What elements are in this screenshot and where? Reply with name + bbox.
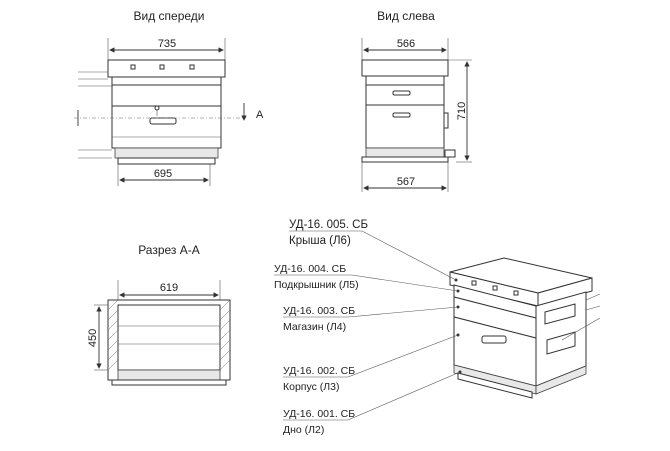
front-roof (107, 59, 226, 78)
front-handle (149, 117, 177, 125)
iso-handle (481, 335, 507, 344)
iso-side-tab-2 (585, 305, 601, 311)
left-dim-right: 710 (456, 102, 468, 120)
left-bottom-board (365, 147, 445, 158)
iso-side-tab-3 (561, 317, 601, 341)
callout-004-name: Подкрышник (Л5) (274, 279, 359, 291)
iso-vent-2 (492, 285, 498, 291)
sec-left-wall-hatch (107, 299, 119, 371)
callout-001-code: УД-16. 001. СБ (283, 408, 355, 420)
front-dim-bottom: 695 (154, 168, 172, 180)
callout-002-leader (347, 334, 459, 378)
iso-side-panel-2 (546, 331, 576, 355)
sec-bottom-base (111, 379, 227, 386)
sec-right-wall-hatch (219, 299, 231, 371)
left-view: Вид слева 566 710 567 (361, 9, 472, 192)
front-view: Вид спереди 735 А (74, 9, 264, 186)
front-view-title: Вид спереди (133, 9, 204, 23)
iso-roof-side (537, 277, 593, 307)
left-dim-top: 566 (397, 38, 415, 50)
left-side-bar (443, 112, 449, 129)
front-handle-knob (154, 105, 160, 111)
left-handle-lower (392, 112, 411, 118)
front-bottom-board (114, 147, 219, 159)
iso-base (457, 372, 533, 399)
front-dim-top: 735 (158, 38, 176, 50)
front-subroof (111, 76, 222, 86)
callout-004-code: УД-16. 004. СБ (274, 263, 346, 275)
front-magazine (111, 84, 222, 107)
sec-inner (117, 304, 221, 371)
callout-001-name: Дно (Л2) (283, 424, 324, 436)
iso-vent-1 (471, 280, 477, 286)
section-view-title: Разрез А-А (138, 243, 200, 257)
iso-view (449, 257, 601, 399)
callout-003-leader (347, 306, 459, 318)
front-vent-2 (159, 64, 165, 70)
left-landing-board (444, 149, 456, 158)
iso-bottom-side (535, 365, 587, 395)
iso-side-tab-1 (585, 293, 601, 301)
left-handle-upper (392, 90, 411, 96)
callout-002-code: УД-16. 002. СБ (283, 365, 355, 377)
section-view: Разрез А-А 619 (87, 243, 231, 386)
section-dim-top: 619 (160, 282, 178, 294)
front-vent-1 (130, 64, 136, 70)
callout-003-code: УД-16. 003. СБ (283, 305, 355, 317)
iso-vent-3 (513, 290, 519, 296)
left-view-title: Вид слева (377, 9, 435, 23)
callout-004-leader (351, 274, 459, 292)
callout-003-name: Магазин (Л4) (283, 321, 346, 333)
left-bottom-base (361, 156, 449, 163)
front-bottom-base (117, 157, 216, 165)
left-roof (361, 59, 449, 77)
front-vent-3 (189, 64, 195, 70)
front-cut-label: А (256, 109, 264, 121)
callout-005-leader (361, 230, 457, 281)
left-dim-bottom: 567 (397, 176, 415, 188)
sec-bottom-board (117, 369, 221, 381)
callout-002-name: Корпус (Л3) (283, 381, 340, 393)
iso-side-panel-1 (544, 303, 576, 325)
callout-001-leader (347, 371, 461, 421)
section-dim-left: 450 (87, 329, 99, 347)
callouts: УД-16. 005. СБ Крыша (Л6) УД-16. 004. СБ… (274, 219, 461, 436)
left-subroof (365, 75, 445, 86)
left-body (365, 104, 445, 149)
callout-005-name: Крыша (Л6) (289, 235, 351, 247)
callout-005-code: УД-16. 005. СБ (289, 219, 368, 231)
front-body (111, 105, 222, 149)
